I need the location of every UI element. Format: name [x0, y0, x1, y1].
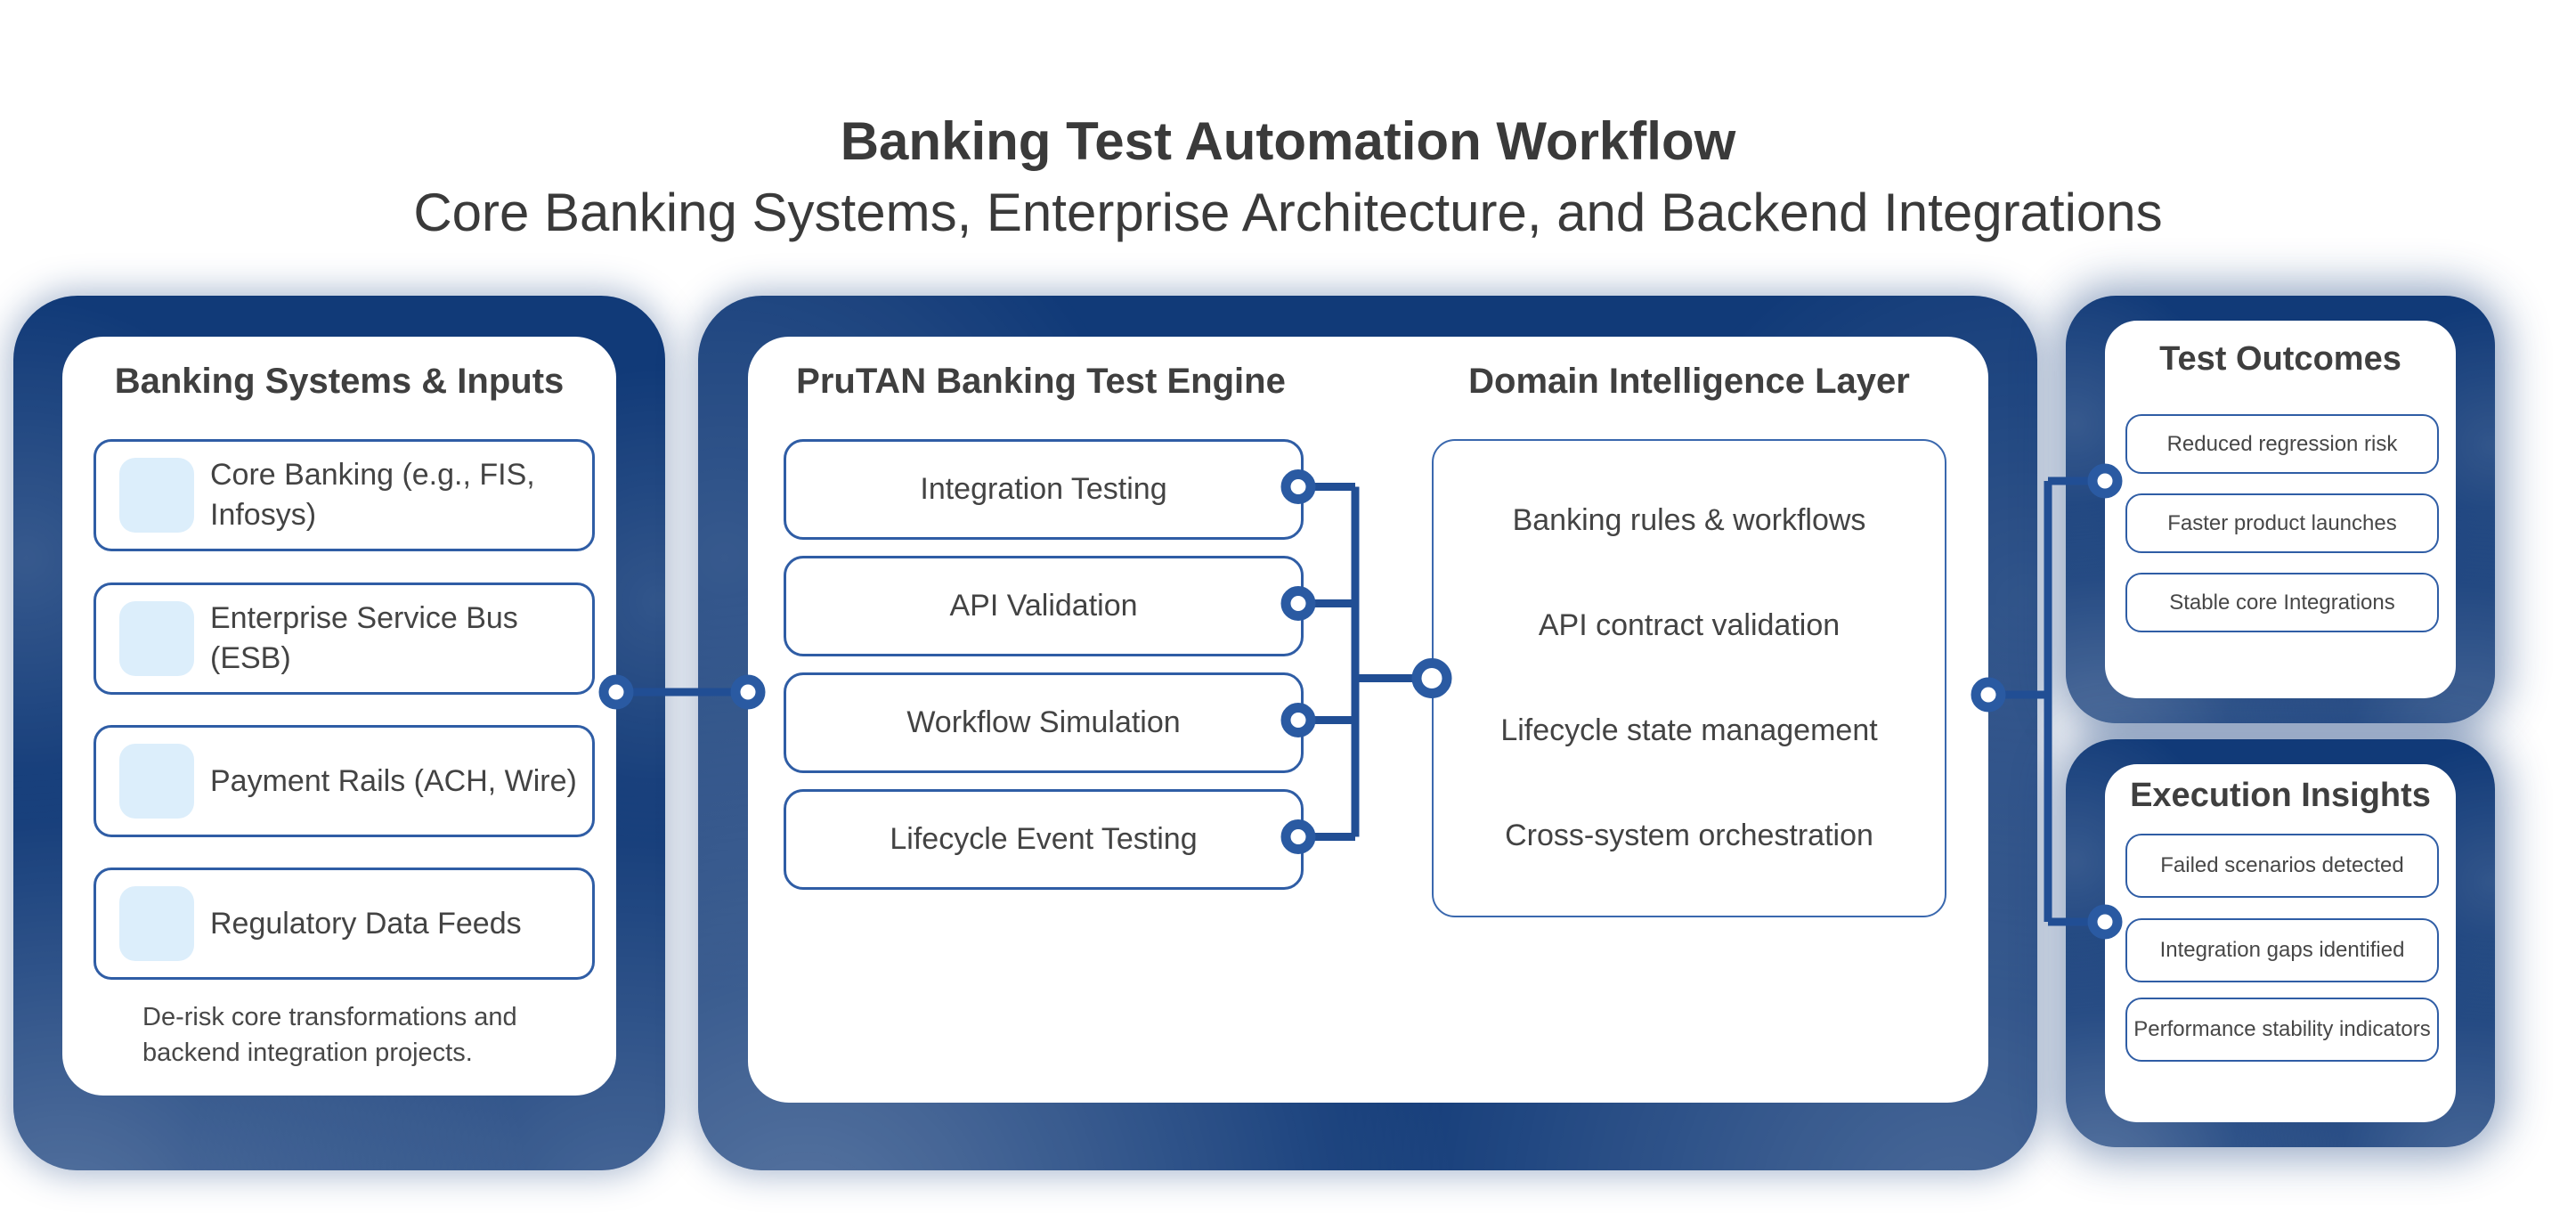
- page-subtitle: Core Banking Systems, Enterprise Archite…: [413, 183, 2163, 242]
- domain-line: Lifecycle state management: [1500, 713, 1878, 748]
- input-item-esb: Enterprise Service Bus (ESB): [93, 582, 595, 695]
- insight-item-performance-stability: Performance stability indicators: [2125, 998, 2439, 1062]
- input-item-regulatory-feeds: Regulatory Data Feeds: [93, 868, 595, 980]
- test-outcomes-header: Test Outcomes: [2159, 340, 2401, 378]
- input-item-payment-rails: Payment Rails (ACH, Wire): [93, 725, 595, 837]
- test-outcomes-panel: Test Outcomes Reduced regression risk Fa…: [2066, 296, 2495, 723]
- test-engine-header: PruTAN Banking Test Engine: [796, 362, 1286, 401]
- domain-line: API contract validation: [1538, 607, 1841, 642]
- input-item-core-banking: Core Banking (e.g., FIS, Infosys): [93, 439, 595, 551]
- execution-insights-header: Execution Insights: [2130, 777, 2431, 814]
- banking-systems-header: Banking Systems & Inputs: [114, 362, 565, 401]
- test-outcomes-panel-body: Test Outcomes Reduced regression risk Fa…: [2105, 321, 2456, 698]
- execution-insights-panel-body: Execution Insights Failed scenarios dete…: [2105, 764, 2456, 1122]
- outcome-item-stable-integrations: Stable core Integrations: [2125, 573, 2439, 632]
- engine-item-lifecycle-event-testing: Lifecycle Event Testing: [784, 789, 1304, 890]
- test-engine-panel-body: PruTAN Banking Test Engine Domain Intell…: [748, 337, 1988, 1103]
- page-title: Banking Test Automation Workflow: [840, 111, 1736, 171]
- system-icon: [119, 744, 194, 819]
- engine-item-workflow-simulation: Workflow Simulation: [784, 672, 1304, 773]
- input-item-label: Core Banking (e.g., FIS, Infosys): [210, 458, 535, 532]
- execution-insights-panel: Execution Insights Failed scenarios dete…: [2066, 739, 2495, 1147]
- input-item-label: Regulatory Data Feeds: [210, 906, 522, 941]
- system-icon: [119, 458, 194, 533]
- test-engine-panel: PruTAN Banking Test Engine Domain Intell…: [698, 296, 2037, 1170]
- panel-caption: De-risk core transformations and backend…: [142, 1003, 517, 1068]
- insight-item-failed-scenarios: Failed scenarios detected: [2125, 834, 2439, 898]
- banking-systems-panel-body: Banking Systems & Inputs Core Banking (e…: [62, 337, 616, 1096]
- system-icon: [119, 886, 194, 961]
- system-icon: [119, 601, 194, 676]
- domain-line: Cross-system orchestration: [1505, 819, 1873, 853]
- banking-systems-panel: Banking Systems & Inputs Core Banking (e…: [13, 296, 665, 1170]
- insight-item-integration-gaps: Integration gaps identified: [2125, 918, 2439, 982]
- domain-intelligence-header: Domain Intelligence Layer: [1468, 362, 1910, 401]
- domain-intelligence-box: Banking rules & workflows API contract v…: [1432, 439, 1946, 917]
- engine-item-api-validation: API Validation: [784, 556, 1304, 656]
- outcome-item-regression-risk: Reduced regression risk: [2125, 414, 2439, 474]
- domain-line: Banking rules & workflows: [1512, 502, 1866, 537]
- engine-item-integration-testing: Integration Testing: [784, 439, 1304, 540]
- input-item-label: Payment Rails (ACH, Wire): [210, 763, 577, 798]
- input-item-label: Enterprise Service Bus (ESB): [210, 601, 518, 675]
- outcome-item-product-launches: Faster product launches: [2125, 493, 2439, 553]
